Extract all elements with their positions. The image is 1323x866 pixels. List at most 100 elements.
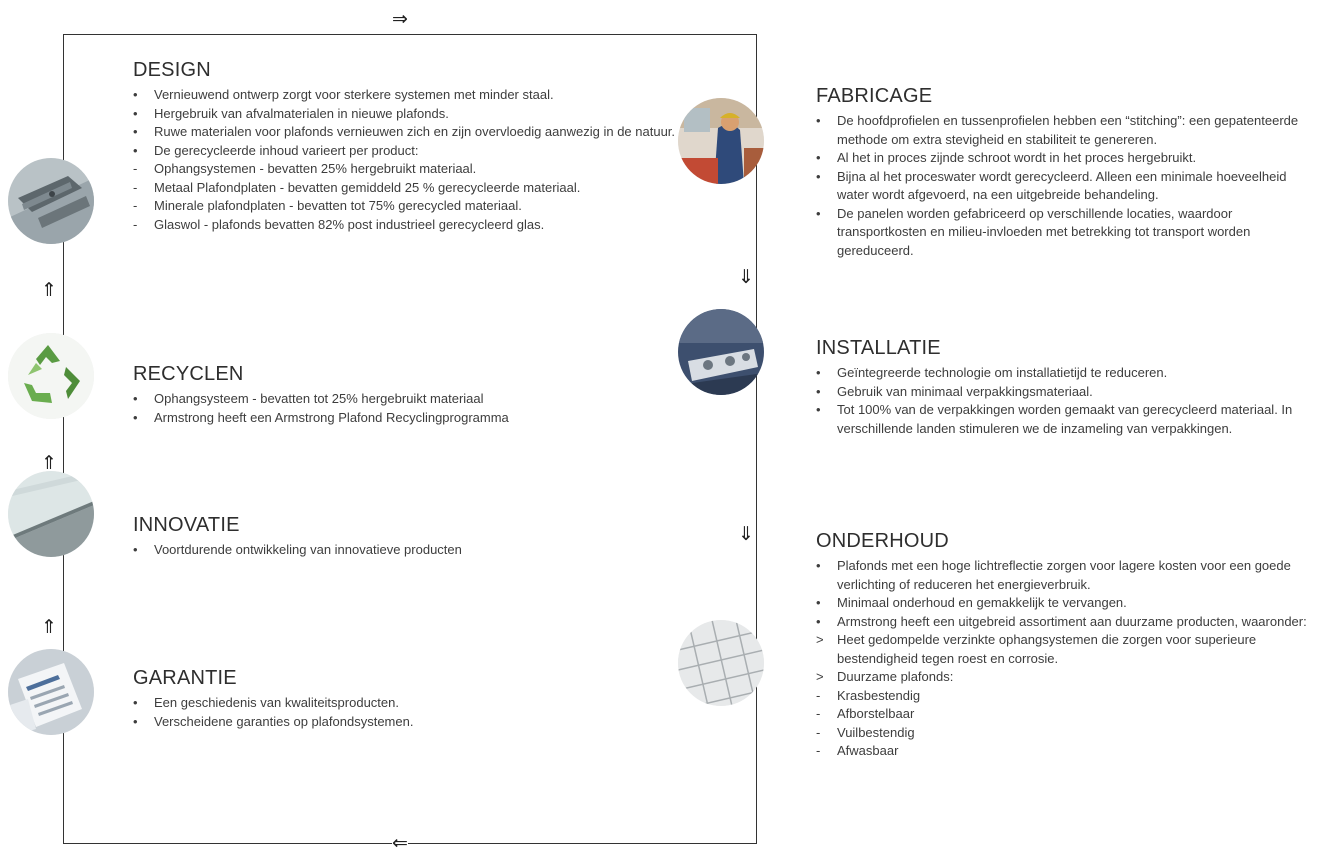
list-item: •Tot 100% van de verpakkingen worden gem…	[816, 401, 1321, 438]
bullet-icon: •	[816, 383, 821, 399]
bullet-icon: •	[816, 402, 821, 417]
bullet-icon: •	[133, 105, 138, 121]
list-item-text: Metaal Plafondplaten - bevatten gemiddel…	[154, 179, 581, 195]
list-item-text: Vuilbestendig	[837, 724, 915, 740]
list-item-text: Ophangsysteem - bevatten tot 25% hergebr…	[154, 391, 484, 406]
list-item-text: Hergebruik van afvalmaterialen in nieuwe…	[154, 105, 449, 121]
arrow-up-icon: ⇑	[40, 279, 58, 301]
arrow-down-icon: ⇓	[737, 266, 755, 288]
list-item: -Metaal Plafondplaten - bevatten gemidde…	[133, 179, 693, 198]
bullet-icon: •	[133, 409, 138, 425]
list-item: • Plafonds met een hoge lichtreflectie zo…	[816, 557, 1321, 594]
list-item: • De panelen worden gefabriceerd op versc…	[816, 205, 1321, 261]
bullet-icon: •	[133, 142, 138, 158]
list-item-text: Glaswol - plafonds bevatten 82% post ind…	[154, 216, 545, 232]
dash-icon: -	[816, 687, 821, 703]
bullet-icon: •	[133, 695, 138, 710]
list-item-text: Plafonds met een hoge lichtreflectie zor…	[837, 558, 1291, 592]
section-title-onderhoud: ONDERHOUD	[816, 530, 949, 552]
list-item-text: Afborstelbaar	[837, 706, 915, 721]
steel-profile-photo	[8, 158, 94, 244]
list-item-text: Geïntegreerde technologie om installatie…	[837, 365, 1168, 380]
list-item-text: Krasbestendig	[837, 687, 921, 703]
bullet-icon: •	[816, 205, 821, 221]
list-item-text: De gerecycleerde inhoud varieert per pro…	[154, 142, 419, 158]
bullet-icon: •	[816, 595, 821, 610]
list-item: > Heet gedompelde verzinkte ophangsysteme…	[816, 631, 1321, 668]
dash-icon: -	[816, 706, 821, 721]
list-item: •Ruwe materialen voor plafonds vernieuwe…	[133, 123, 693, 142]
bullet-icon: •	[133, 87, 138, 102]
bullet-icon: •	[133, 124, 138, 139]
list-item-text: Armstrong heeft een uitgebreid assortime…	[837, 613, 1307, 629]
list-item-text: Minerale plafondplaten - bevatten tot 75…	[154, 198, 522, 213]
list-item-text: De panelen worden gefabriceerd op versch…	[837, 205, 1251, 258]
section-title-design: DESIGN	[133, 59, 211, 81]
item-list-design: •Vernieuwend ontwerp zorgt voor sterkere…	[133, 86, 693, 234]
list-item: - Ophangsystemen - bevatten 25% hergebrui…	[133, 160, 693, 179]
list-item: • Geïntegreerde technologie om installati…	[816, 364, 1321, 383]
section-title-innovatie: INNOVATIE	[133, 514, 240, 536]
section-title-recyclen: RECYCLEN	[133, 363, 244, 385]
bullet-icon: •	[816, 558, 821, 573]
dash-icon: -	[133, 161, 138, 176]
list-item-text: Duurzame plafonds:	[837, 669, 954, 684]
list-item: • Ophangsysteem - bevatten tot 25% hergeb…	[133, 390, 693, 409]
ceiling-panel-photo	[8, 471, 94, 557]
list-item: -Glaswol - plafonds bevatten 82% post in…	[133, 216, 693, 235]
item-list-recyclen: • Ophangsysteem - bevatten tot 25% hergeb…	[133, 390, 693, 427]
dash-icon: -	[816, 743, 821, 758]
list-item-text: Afwasbaar	[837, 743, 899, 758]
list-item: -Krasbestendig	[816, 687, 1321, 706]
list-item: •Minimaal onderhoud en gemakkelijk te ve…	[816, 594, 1321, 613]
ceiling-grid-photo	[678, 620, 764, 706]
installation-photo	[678, 309, 764, 395]
item-list-installatie: • Geïntegreerde technologie om installati…	[816, 364, 1321, 438]
section-title-garantie: GARANTIE	[133, 667, 237, 689]
list-item: -Vuilbestendig	[816, 724, 1321, 743]
list-item-text: Een geschiedenis van kwaliteitsproducten…	[154, 695, 399, 710]
list-item: > Duurzame plafonds:	[816, 668, 1321, 687]
item-list-garantie: • Een geschiedenis van kwaliteitsproducte…	[133, 694, 693, 731]
bullet-icon: •	[133, 391, 138, 406]
section-onderhoud: ONDERHOUD • Plafonds met een hoge lichtre…	[816, 529, 1321, 761]
list-item: •De hoofdprofielen en tussenprofielen he…	[816, 112, 1321, 149]
list-item-text: Gebruik van minimaal verpakkingsmateriaa…	[837, 383, 1093, 399]
list-item-text: Bijna al het proceswater wordt gerecycle…	[837, 168, 1287, 203]
list-item: • Bijna al het proceswater wordt gerecycl…	[816, 168, 1321, 205]
chevron-right-icon: >	[816, 669, 824, 684]
bullet-icon: •	[133, 713, 138, 729]
item-list-fabricage: • De hoofdprofielen en tussenprofielen he…	[816, 112, 1321, 260]
bullet-icon: •	[816, 613, 821, 629]
list-item: - Afborstelbaar	[816, 705, 1321, 724]
recycle-icon	[8, 333, 94, 419]
arrow-left-icon: ⇐	[392, 832, 408, 854]
list-item: • Verscheidene garanties op plafondsystem…	[133, 713, 693, 732]
chevron-right-icon: >	[816, 632, 824, 647]
bullet-icon: •	[816, 168, 821, 184]
list-item: • Al het in proces zijnde schroot wordt i…	[816, 149, 1321, 168]
list-item-text: Ophangsystemen - bevatten 25% hergebruik…	[154, 161, 477, 176]
list-item: • De gerecycleerde inhoud varieert per pr…	[133, 142, 693, 161]
list-item: •Armstrong heeft een Armstrong Plafond R…	[133, 409, 693, 428]
bullet-icon: •	[816, 150, 821, 165]
item-list-innovatie: •Voortdurende ontwikkeling van innovatie…	[133, 541, 693, 560]
list-item-text: Al het in proces zijnde schroot wordt in…	[837, 150, 1197, 165]
dash-icon: -	[133, 216, 138, 232]
list-item: - Minerale plafondplaten - bevatten tot 7…	[133, 197, 693, 216]
section-innovatie: INNOVATIE •Voortdurende ontwikkeling van…	[133, 513, 693, 560]
bullet-icon: •	[133, 542, 138, 557]
documents-photo	[8, 649, 94, 735]
list-item: • Een geschiedenis van kwaliteitsproducte…	[133, 694, 693, 713]
list-item-text: Heet gedompelde verzinkte ophangsystemen…	[837, 632, 1257, 666]
bullet-icon: •	[816, 365, 821, 380]
list-item: •Vernieuwend ontwerp zorgt voor sterkere…	[133, 86, 693, 105]
dash-icon: -	[133, 198, 138, 213]
item-list-onderhoud: • Plafonds met een hoge lichtreflectie zo…	[816, 557, 1321, 761]
list-item: - Afwasbaar	[816, 742, 1321, 761]
list-item-text: De hoofdprofielen en tussenprofielen heb…	[837, 113, 1299, 147]
list-item-text: Verscheidene garanties op plafondsysteme…	[154, 713, 414, 729]
dash-icon: -	[133, 179, 138, 195]
dash-icon: -	[816, 724, 821, 740]
cycle-frame	[63, 34, 757, 844]
